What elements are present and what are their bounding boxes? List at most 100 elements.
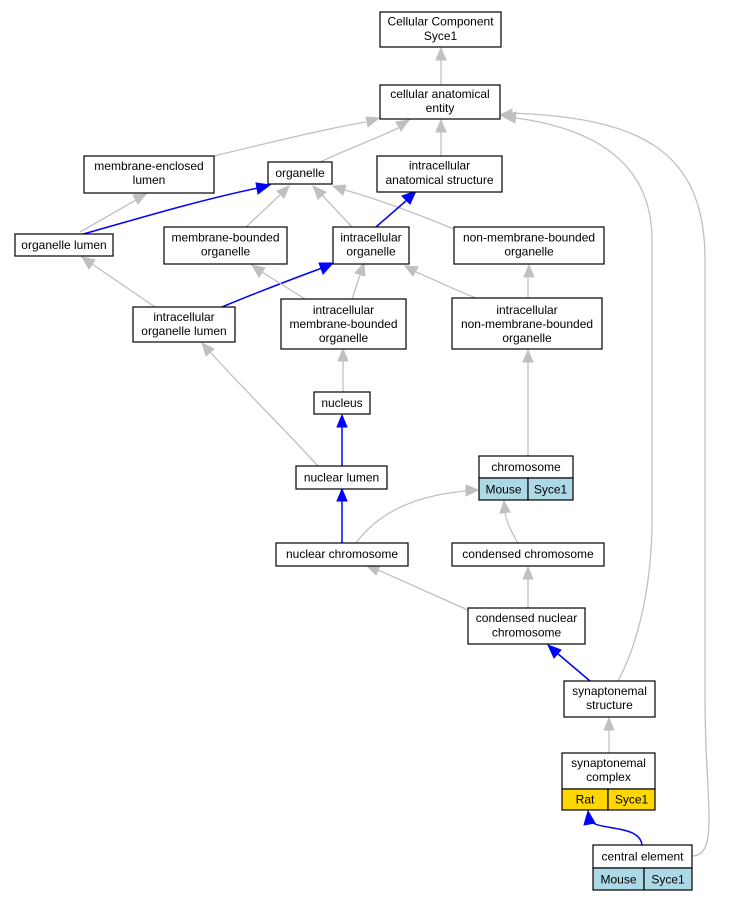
node-label: anatomical structure <box>385 173 493 187</box>
edge-mel-cae <box>213 121 367 157</box>
edge-nmbo-org-arrow <box>331 184 347 196</box>
edge-org-cae <box>319 127 399 163</box>
edge-sc-ss-arrow <box>603 716 615 731</box>
edge-mbo-org-arrow <box>276 185 290 199</box>
node-cellular-anatomical-entity[interactable]: cellular anatomical entity <box>379 84 501 120</box>
node-label: membrane-bounded <box>171 231 279 245</box>
node-intracellular-organelle[interactable]: intracellular organelle <box>332 226 410 265</box>
node-label: nuclear lumen <box>304 471 379 485</box>
node-nuclear-chromosome[interactable]: nuclear chromosome <box>275 542 409 567</box>
edge-orgl-org-arrow <box>255 182 272 195</box>
organism-cell-mouse: Mouse <box>485 483 521 497</box>
edge-nl-iol-arrow <box>201 342 215 357</box>
node-cellular-component[interactable]: Cellular Component Syce1 <box>379 11 502 48</box>
node-label: complex <box>586 770 631 784</box>
node-label: condensed chromosome <box>462 547 594 561</box>
edge-orgl-mel-arrow <box>132 193 148 205</box>
edge-cchr-chr <box>504 511 519 544</box>
node-label: intracellular <box>313 303 374 317</box>
node-intracellular-membrane-bounded-organelle[interactable]: intracellular membrane-bounded organelle <box>280 298 407 350</box>
edge-ias-cae-arrow <box>435 118 447 133</box>
node-label: organelle <box>504 245 554 259</box>
edge-cae-cc-arrow <box>435 46 447 61</box>
gene-cell-syce1: Syce1 <box>651 873 685 887</box>
edge-nmbo-org <box>344 189 457 231</box>
edge-org-cae-arrow <box>395 119 411 132</box>
node-label: cellular anatomical <box>390 87 489 101</box>
edge-cnc-cchr-arrow <box>522 565 534 580</box>
edge-ss-cnc-arrow <box>547 644 562 659</box>
edge-iol-orgl <box>91 263 156 308</box>
edge-orgl-mel <box>79 199 137 233</box>
organism-cell-rat: Rat <box>576 793 595 807</box>
edge-cnc-nchr <box>377 569 471 612</box>
gene-cell-syce1: Syce1 <box>615 793 649 807</box>
edge-imbo-mbo-arrow <box>250 264 266 278</box>
node-organelle[interactable]: organelle <box>267 161 333 185</box>
node-label: intracellular <box>409 159 470 173</box>
edge-ce-sc <box>591 821 643 846</box>
node-label: organelle lumen <box>141 324 226 338</box>
node-membrane-bounded-organelle[interactable]: membrane-bounded organelle <box>163 226 288 265</box>
edge-ss-cae <box>515 117 653 682</box>
node-nucleus[interactable]: nucleus <box>313 391 371 415</box>
edge-nchr-chr <box>355 490 467 544</box>
node-non-membrane-bounded-organelle[interactable]: non-membrane-bounded organelle <box>453 226 605 265</box>
edge-imbo-mbo <box>261 271 306 300</box>
node-organelle-lumen[interactable]: organelle lumen <box>14 233 114 257</box>
edge-orgl-org <box>79 187 259 236</box>
edge-io-ias <box>375 199 408 228</box>
node-chromosome[interactable]: chromosome Mouse Syce1 <box>478 455 574 501</box>
node-intracellular-non-membrane-bounded-organelle[interactable]: intracellular non-membrane-bounded organ… <box>451 297 603 350</box>
nodes: Cellular Component Syce1 cellular anatom… <box>14 11 693 891</box>
node-synaptonemal-structure[interactable]: synaptonemal structure <box>563 680 656 718</box>
node-label: synaptonemal <box>571 756 646 770</box>
edge-imbo-io <box>351 274 361 300</box>
node-label: condensed nuclear <box>476 611 577 625</box>
node-label: intracellular <box>340 231 401 245</box>
edge-ce-cae <box>511 112 710 857</box>
node-label: organelle <box>319 331 369 345</box>
node-label: chromosome <box>491 460 561 474</box>
edge-inmbo-nmbo-arrow <box>523 263 535 278</box>
node-label: membrane-enclosed <box>94 159 203 173</box>
edge-nl-nuc-arrow <box>336 413 348 428</box>
edge-iol-io <box>221 267 323 308</box>
node-label: organelle <box>502 331 552 345</box>
node-label: synaptonemal <box>572 684 647 698</box>
node-label: central element <box>601 850 684 864</box>
node-intracellular-anatomical-structure[interactable]: intracellular anatomical structure <box>376 155 503 193</box>
edge-imbo-io-arrow <box>354 261 366 277</box>
edge-nuc-imbo-arrow <box>337 347 349 362</box>
node-membrane-enclosed-lumen[interactable]: membrane-enclosed lumen <box>83 155 215 194</box>
node-label: lumen <box>133 173 166 187</box>
node-condensed-nuclear-chromosome[interactable]: condensed nuclear chromosome <box>467 607 586 645</box>
node-label: Syce1 <box>424 29 458 43</box>
edge-inmbo-io <box>415 271 477 299</box>
edge-nl-iol <box>209 351 319 467</box>
node-synaptonemal-complex[interactable]: synaptonemal complex Rat Syce1 <box>561 752 656 811</box>
node-nuclear-lumen[interactable]: nuclear lumen <box>295 465 388 490</box>
organism-cell-mouse: Mouse <box>600 873 636 887</box>
edge-nchr-chr-arrow <box>465 484 480 497</box>
edge-mel-cae-arrow <box>365 116 381 128</box>
node-central-element[interactable]: central element Mouse Syce1 <box>592 844 693 891</box>
gene-cell-syce1: Syce1 <box>534 483 568 497</box>
edge-cchr-chr-arrow <box>499 499 511 514</box>
edge-nchr-nl-arrow <box>336 487 348 502</box>
node-label: membrane-bounded <box>289 317 397 331</box>
node-label: non-membrane-bounded <box>461 317 593 331</box>
node-label: organelle <box>275 166 325 180</box>
node-label: intracellular <box>153 310 214 324</box>
node-intracellular-organelle-lumen[interactable]: intracellular organelle lumen <box>132 306 236 343</box>
node-label: nucleus <box>321 396 362 410</box>
node-label: entity <box>426 101 455 115</box>
edge-chr-inmbo-arrow <box>522 348 534 363</box>
edges <box>79 46 710 857</box>
node-label: chromosome <box>492 626 562 640</box>
edge-ss-cae-arrow <box>502 111 517 124</box>
node-condensed-chromosome[interactable]: condensed chromosome <box>451 542 605 567</box>
node-label: organelle <box>201 245 251 259</box>
edge-io-org <box>321 194 353 228</box>
node-label: Cellular Component <box>387 15 494 29</box>
